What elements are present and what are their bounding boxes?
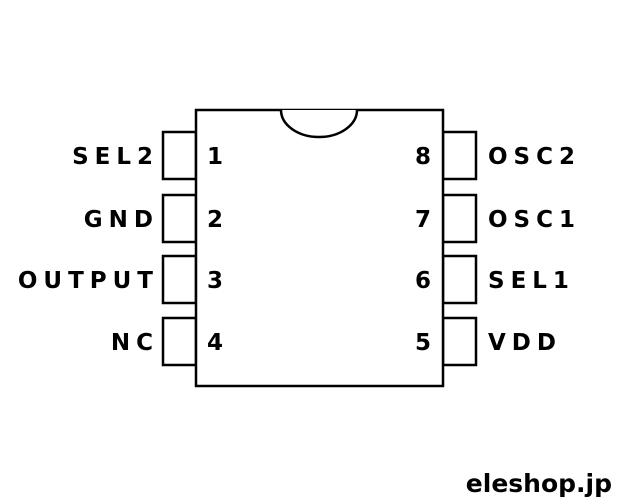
pin-name-6: SEL1 bbox=[488, 268, 575, 294]
pin-number-5: 5 bbox=[415, 330, 431, 356]
pin-2-lead bbox=[161, 193, 198, 244]
pin-4-lead bbox=[161, 316, 198, 367]
watermark-text: eleshop.jp bbox=[466, 469, 612, 498]
pin-5-lead bbox=[441, 316, 478, 367]
pin-name-7: OSC1 bbox=[488, 207, 581, 233]
pin-number-7: 7 bbox=[415, 207, 431, 233]
pin-3-lead bbox=[161, 254, 198, 305]
pin-name-4: NC bbox=[111, 330, 159, 356]
orientation-notch bbox=[279, 109, 359, 139]
pin-8-lead bbox=[441, 130, 478, 181]
pin-name-8: OSC2 bbox=[488, 144, 581, 170]
pin-number-6: 6 bbox=[415, 268, 431, 294]
pin-name-3: OUTPUT bbox=[18, 268, 159, 294]
pin-name-1: SEL2 bbox=[72, 144, 159, 170]
pin-number-2: 2 bbox=[207, 207, 223, 233]
pin-1-lead bbox=[161, 130, 198, 181]
pin-6-lead bbox=[441, 254, 478, 305]
pin-name-5: VDD bbox=[488, 330, 562, 356]
pin-number-8: 8 bbox=[415, 144, 431, 170]
pin-number-1: 1 bbox=[207, 144, 223, 170]
pin-7-lead bbox=[441, 193, 478, 244]
pin-number-3: 3 bbox=[207, 268, 223, 294]
pin-name-2: GND bbox=[84, 207, 159, 233]
chip-body bbox=[194, 108, 445, 388]
pin-number-4: 4 bbox=[207, 330, 223, 356]
